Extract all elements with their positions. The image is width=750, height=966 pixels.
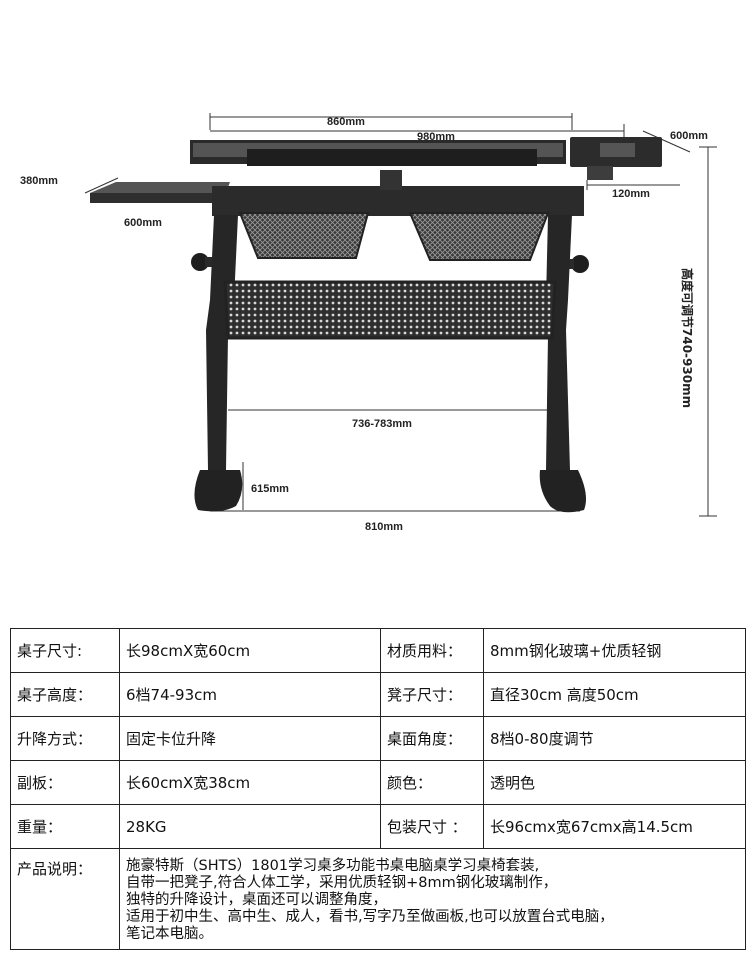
dim-base-width: 810mm <box>365 521 403 533</box>
side-board <box>90 193 226 203</box>
spec-row: 副板： 长60cmX宽38cm 颜色： 透明色 <box>10 760 746 805</box>
spec-label: 材质用料： <box>380 628 484 673</box>
dim-foot-height: 615mm <box>251 483 289 495</box>
left-foot <box>194 470 243 512</box>
dim-side-board-depth: 380mm <box>20 175 58 187</box>
right-basket <box>408 212 550 261</box>
spec-value: 8mm钢化玻璃+优质轻钢 <box>483 628 746 673</box>
spec-value: 固定卡位升降 <box>119 716 381 761</box>
dimension-lines <box>84 113 717 517</box>
spec-row: 升降方式： 固定卡位升降 桌面角度： 8档0-80度调节 <box>10 716 746 761</box>
spec-label: 桌面角度： <box>380 716 484 761</box>
spec-label: 桌子高度： <box>10 672 120 717</box>
spec-value: 28KG <box>119 804 381 849</box>
spec-value: 长60cmX宽38cm <box>119 760 381 805</box>
description-label: 产品说明： <box>10 848 120 950</box>
spec-row: 桌子高度： 6档74-93cm 凳子尺寸： 直径30cm 高度50cm <box>10 672 746 717</box>
right-leg <box>546 215 572 470</box>
dim-depth: 600mm <box>670 130 708 142</box>
left-basket <box>238 212 370 259</box>
spec-value: 直径30cm 高度50cm <box>483 672 746 717</box>
modesty-panel <box>223 280 557 340</box>
spec-label: 凳子尺寸： <box>380 672 484 717</box>
spec-table: 桌子尺寸: 长98cmX宽60cm 材质用料： 8mm钢化玻璃+优质轻钢 桌子高… <box>10 628 746 950</box>
right-foot <box>539 470 586 513</box>
spec-value: 长98cmX宽60cm <box>119 628 381 673</box>
spec-row: 桌子尺寸: 长98cmX宽60cm 材质用料： 8mm钢化玻璃+优质轻钢 <box>10 628 746 673</box>
dim-tray-width: 120mm <box>612 188 650 200</box>
spec-value: 长96cmx宽67cmx高14.5cm <box>483 804 746 849</box>
spec-label: 副板： <box>10 760 120 805</box>
desk-drawing <box>90 137 662 513</box>
spec-label: 升降方式： <box>10 716 120 761</box>
spec-label: 包装尺寸 ： <box>380 804 484 849</box>
dim-inner-width: 736-783mm <box>352 418 412 430</box>
spec-value: 透明色 <box>483 760 746 805</box>
dim-total-width: 980mm <box>417 131 455 143</box>
spec-label: 重量： <box>10 804 120 849</box>
spec-row: 重量： 28KG 包装尺寸 ： 长96cmx宽67cmx高14.5cm <box>10 804 746 849</box>
desk-diagram: 860mm 980mm 600mm 120mm 380mm 600mm 736-… <box>20 113 717 533</box>
spec-label: 桌子尺寸: <box>10 628 120 673</box>
left-leg <box>206 215 238 470</box>
spec-value: 8档0-80度调节 <box>483 716 746 761</box>
spec-value: 6档74-93cm <box>119 672 381 717</box>
description-text: 施豪特斯（SHTS）1801学习桌多功能书桌电脑桌学习桌椅套装, 自带一把凳子,… <box>119 848 746 950</box>
description-body: 施豪特斯（SHTS）1801学习桌多功能书桌电脑桌学习桌椅套装, 自带一把凳子,… <box>126 858 614 942</box>
spec-label: 颜色： <box>380 760 484 805</box>
dim-height-range: 高度可调节740-930mm <box>680 268 695 408</box>
dim-side-board-length: 600mm <box>124 217 162 229</box>
dim-top-width: 860mm <box>327 116 365 128</box>
description-row: 产品说明： 施豪特斯（SHTS）1801学习桌多功能书桌电脑桌学习桌椅套装, 自… <box>10 848 746 950</box>
